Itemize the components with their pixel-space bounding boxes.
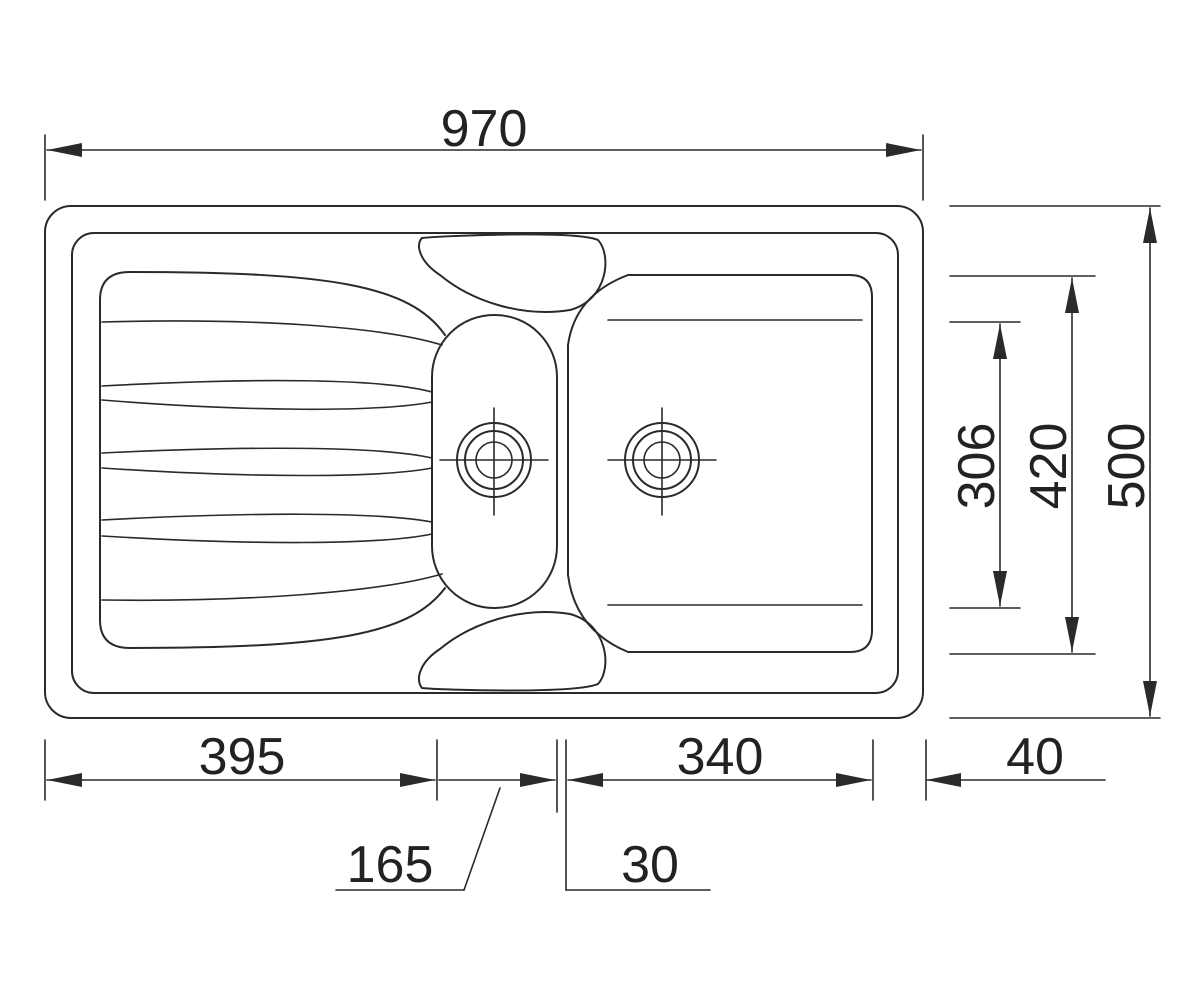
- dimension-rim-width: 40: [925, 728, 1106, 787]
- rim-width-label: 40: [1006, 728, 1064, 786]
- dimension-divider-width: 30: [565, 836, 711, 894]
- overall-depth-label: 500: [1098, 423, 1156, 510]
- drainer-outline: [99, 271, 446, 649]
- small-bowl-drain: [439, 407, 549, 516]
- drainer-groove: [101, 320, 443, 346]
- main-bowl: [567, 274, 873, 653]
- dimension-small-bowl-depth: 306: [948, 323, 1007, 607]
- dimension-drainer-width: 395: [46, 728, 436, 787]
- bottom-extension-lines: [44, 739, 927, 891]
- dimension-bowl-depth: 420: [1020, 277, 1079, 653]
- dimension-extension-lines: [949, 205, 1161, 719]
- dimension-main-bowl-width: 340: [567, 728, 872, 787]
- dimension-small-bowl-width: 165: [335, 773, 556, 894]
- small-bowl-outline: [431, 314, 558, 609]
- drainer-groove: [101, 467, 433, 477]
- sink-outline: [44, 205, 924, 719]
- lower-lobe: [418, 611, 607, 692]
- drainer-groove: [101, 447, 433, 459]
- main-bowl-drain: [607, 407, 717, 516]
- divider-width-label: 30: [621, 836, 679, 894]
- drainer-groove: [101, 399, 433, 411]
- upper-lobe: [418, 233, 607, 313]
- drainer-board: [99, 271, 446, 649]
- sink-inner-rim: [71, 232, 899, 694]
- dimension-overall-depth: 500: [1098, 207, 1157, 717]
- small-bowl-width-label: 165: [347, 836, 434, 894]
- bowl-depth-label: 420: [1020, 423, 1078, 510]
- dimension-overall-width: 970: [44, 100, 924, 201]
- small-bowl: [431, 314, 558, 609]
- main-bowl-width-label: 340: [677, 728, 764, 786]
- drainer-width-label: 395: [199, 728, 286, 786]
- sink-outer-rim: [44, 205, 924, 719]
- drainer-groove: [101, 533, 433, 544]
- small-bowl-depth-label: 306: [948, 423, 1006, 510]
- overall-width-label: 970: [441, 100, 528, 158]
- drainer-groove: [101, 379, 433, 393]
- drainer-groove: [101, 513, 433, 523]
- main-bowl-outline: [567, 274, 873, 653]
- drainer-groove: [101, 573, 443, 602]
